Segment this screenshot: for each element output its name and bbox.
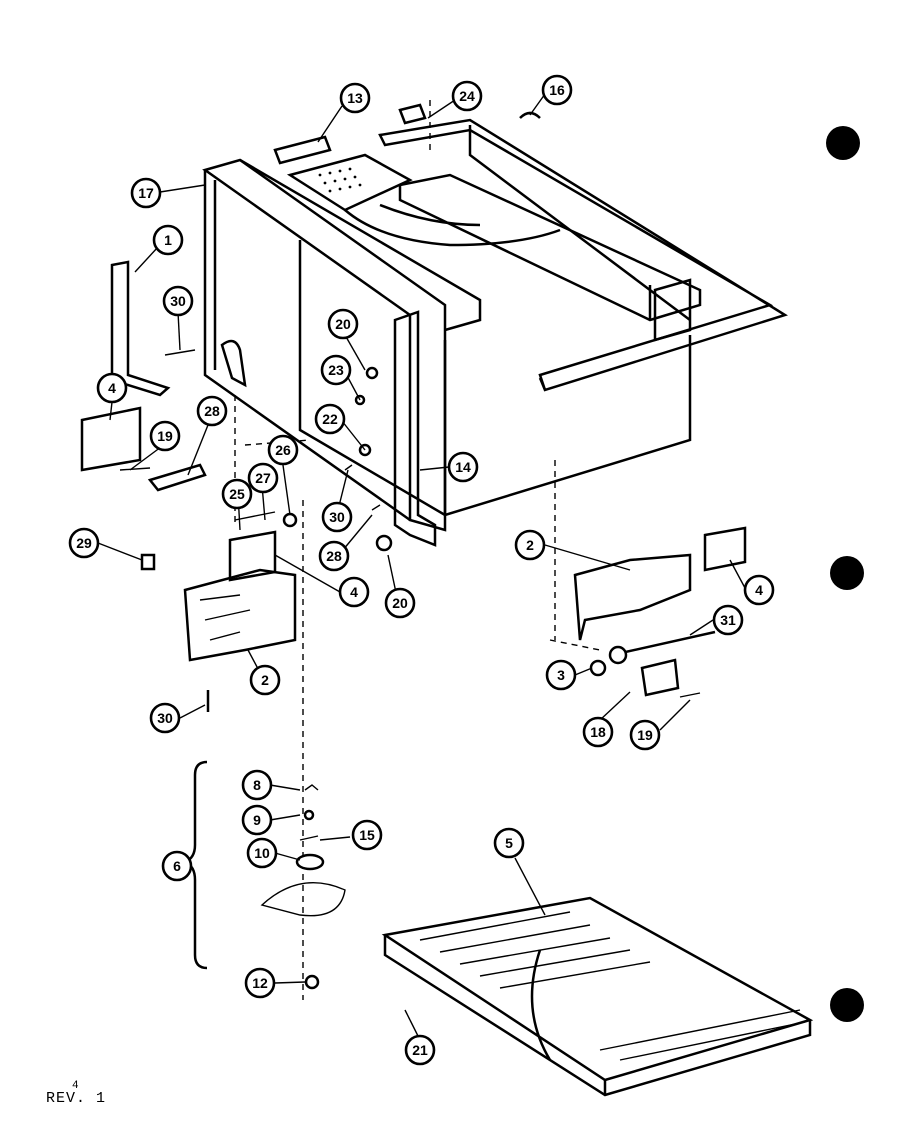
svg-text:3: 3 xyxy=(557,667,565,683)
svg-text:4: 4 xyxy=(108,380,116,396)
svg-text:13: 13 xyxy=(347,90,363,106)
callout-20-bottom: 20 xyxy=(384,587,416,619)
callout-19-right: 19 xyxy=(629,719,661,751)
svg-text:9: 9 xyxy=(253,812,261,828)
svg-text:1: 1 xyxy=(164,232,172,248)
callout-22: 22 xyxy=(314,403,346,435)
svg-text:17: 17 xyxy=(138,185,154,201)
cabinet-assembly xyxy=(202,100,788,1000)
callout-3: 3 xyxy=(545,659,577,691)
svg-text:15: 15 xyxy=(359,827,375,843)
svg-text:21: 21 xyxy=(412,1042,428,1058)
svg-text:23: 23 xyxy=(328,362,344,378)
svg-text:30: 30 xyxy=(170,293,186,309)
callout-20-top: 20 xyxy=(327,308,359,340)
callout-13: 13 xyxy=(339,82,371,114)
callout-19-left: 19 xyxy=(149,420,181,452)
callout-16: 16 xyxy=(541,74,573,106)
callout-30-left: 30 xyxy=(162,285,194,317)
svg-text:8: 8 xyxy=(253,777,261,793)
svg-text:31: 31 xyxy=(720,612,736,628)
callout-31: 31 xyxy=(712,604,744,636)
binder-hole-top xyxy=(826,126,860,160)
svg-text:6: 6 xyxy=(173,858,181,874)
callout-30-middle: 30 xyxy=(321,501,353,533)
callout-21: 21 xyxy=(404,1034,436,1066)
callout-27: 27 xyxy=(247,462,279,494)
callout-30-bottom: 30 xyxy=(149,702,181,734)
svg-text:2: 2 xyxy=(261,672,269,688)
svg-text:26: 26 xyxy=(275,442,291,458)
svg-text:10: 10 xyxy=(254,845,270,861)
svg-text:12: 12 xyxy=(252,975,268,991)
svg-text:18: 18 xyxy=(590,724,606,740)
callout-5: 5 xyxy=(493,827,525,859)
callout-1: 1 xyxy=(152,224,184,256)
svg-text:22: 22 xyxy=(322,411,338,427)
callout-6: 6 xyxy=(161,850,193,882)
callout-28-top: 28 xyxy=(196,395,228,427)
svg-text:16: 16 xyxy=(549,82,565,98)
callout-25: 25 xyxy=(221,478,253,510)
callout-4-right: 4 xyxy=(743,574,775,606)
callout-28-bottom: 28 xyxy=(318,540,350,572)
callout-4-left: 4 xyxy=(96,372,128,404)
revision-label: REV. 1 xyxy=(46,1090,107,1107)
revision-superscript: 4 xyxy=(72,1080,79,1092)
svg-text:30: 30 xyxy=(157,710,173,726)
binder-hole-bottom xyxy=(830,988,864,1022)
svg-text:28: 28 xyxy=(326,548,342,564)
callout-2-right: 2 xyxy=(514,529,546,561)
svg-text:27: 27 xyxy=(255,470,271,486)
svg-text:20: 20 xyxy=(392,595,408,611)
callout-17: 17 xyxy=(130,177,162,209)
base-pan xyxy=(381,896,814,1097)
callout-4-middle: 4 xyxy=(338,576,370,608)
callout-10: 10 xyxy=(246,837,278,869)
svg-text:24: 24 xyxy=(459,88,475,104)
callout-23: 23 xyxy=(320,354,352,386)
callout-29: 29 xyxy=(68,527,100,559)
svg-text:19: 19 xyxy=(637,727,653,743)
callout-18: 18 xyxy=(582,716,614,748)
callout-15: 15 xyxy=(351,819,383,851)
right-bracket-parts xyxy=(573,526,747,698)
svg-text:4: 4 xyxy=(350,584,358,600)
svg-text:5: 5 xyxy=(505,835,513,851)
svg-text:4: 4 xyxy=(755,582,763,598)
svg-text:25: 25 xyxy=(229,486,245,502)
svg-text:28: 28 xyxy=(204,403,220,419)
svg-text:2: 2 xyxy=(526,537,534,553)
callout-26: 26 xyxy=(267,434,299,466)
callout-9: 9 xyxy=(241,804,273,836)
svg-text:29: 29 xyxy=(76,535,92,551)
callout-12: 12 xyxy=(244,967,276,999)
svg-text:30: 30 xyxy=(329,509,345,525)
svg-text:14: 14 xyxy=(455,459,471,475)
svg-text:20: 20 xyxy=(335,316,351,332)
callout-8: 8 xyxy=(241,769,273,801)
callout-24: 24 xyxy=(451,80,483,112)
svg-text:19: 19 xyxy=(157,428,173,444)
control-assembly-parts xyxy=(140,366,393,712)
callout-14: 14 xyxy=(447,451,479,483)
binder-hole-middle xyxy=(830,556,864,590)
callout-2-left: 2 xyxy=(249,664,281,696)
